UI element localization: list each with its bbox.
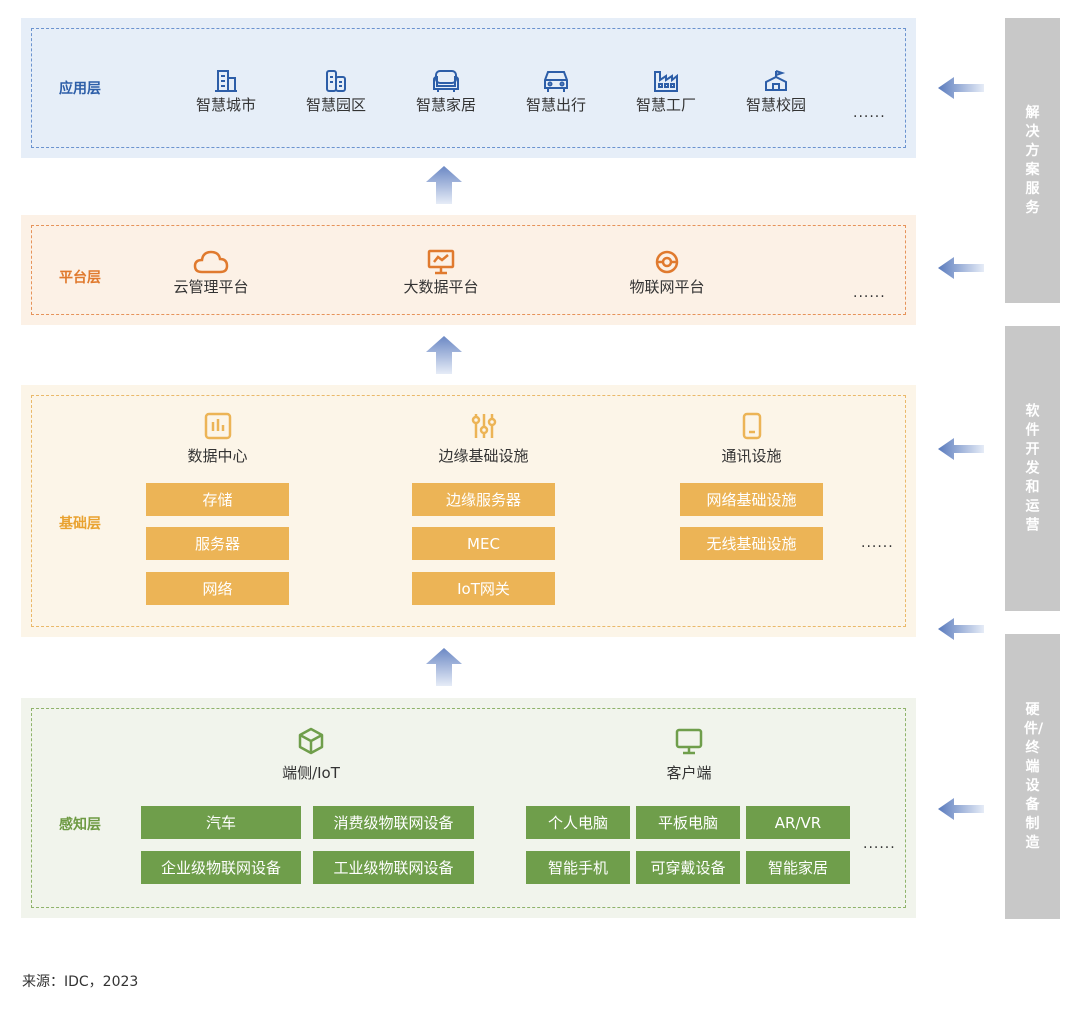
perception-chip: 企业级物联网设备 (141, 851, 301, 884)
app-item-smart-park: 智慧园区 (301, 68, 371, 115)
perception-chip: 工业级物联网设备 (313, 851, 474, 884)
cloud-icon (193, 250, 229, 274)
platform-layer: 平台层 云管理平台 大数据平台 物联网平台 ...... (21, 215, 916, 325)
perception-chip: 智能手机 (526, 851, 630, 884)
foundation-group-title: 数据中心 (187, 447, 248, 465)
foundation-group-title: 边缘基础设施 (438, 447, 529, 465)
mobile-device-icon (742, 412, 761, 440)
perception-layer-title: 感知层 (59, 817, 101, 833)
foundation-group-title: 通讯设施 (721, 447, 782, 465)
app-item-label: 智慧出行 (525, 96, 586, 114)
perception-chip: 个人电脑 (526, 806, 630, 839)
application-layer: 应用层 智慧城市 智慧园区 智慧家居 智慧出行 智慧工厂 智慧校园 . (21, 18, 916, 158)
perception-chip: 平板电脑 (636, 806, 740, 839)
foundation-group-datacenter: 数据中心 (146, 411, 289, 466)
cube-icon (298, 727, 324, 755)
platform-item-label: 物联网平台 (629, 278, 705, 296)
building-icon (215, 70, 237, 92)
app-item-smart-city: 智慧城市 (191, 68, 261, 115)
foundation-more-ellipsis: ...... (861, 535, 894, 551)
app-item-label: 智慧园区 (305, 96, 366, 114)
side-bar-software-dev: 软件开发和运营 (1005, 326, 1060, 611)
foundation-chip: 网络 (146, 572, 289, 605)
perception-group-title: 端侧/IoT (282, 764, 340, 782)
foundation-chip: 服务器 (146, 527, 289, 560)
app-item-label: 智慧工厂 (635, 96, 696, 114)
app-item-label: 智慧家居 (415, 96, 476, 114)
side-bar-label: 软件开发和运营 (1025, 403, 1040, 533)
left-arrow-icon (938, 618, 984, 640)
platform-layer-title: 平台层 (59, 270, 101, 286)
sofa-icon (433, 70, 459, 92)
foundation-chip: 网络基础设施 (680, 483, 823, 516)
iot-network-icon (655, 250, 679, 274)
perception-group-client: 客户端 (627, 726, 751, 783)
source-note: 来源：IDC，2023 (22, 974, 139, 990)
up-arrow-icon (426, 336, 462, 374)
side-bar-label: 解决方案服务 (1025, 104, 1040, 216)
office-buildings-icon (326, 70, 346, 92)
application-layer-border (31, 28, 906, 148)
platform-item-bigdata: 大数据平台 (391, 248, 491, 297)
school-icon (765, 70, 787, 91)
side-bar-label: 硬件/终端设备制造 (1024, 701, 1044, 851)
foundation-chip: 无线基础设施 (680, 527, 823, 560)
app-item-label: 智慧校园 (745, 96, 806, 114)
left-arrow-icon (938, 798, 984, 820)
foundation-chip: 边缘服务器 (412, 483, 555, 516)
app-item-smart-factory: 智慧工厂 (631, 68, 701, 115)
foundation-chip: IoT网关 (412, 572, 555, 605)
perception-layer-border (31, 708, 906, 908)
foundation-chip: 存储 (146, 483, 289, 516)
side-bar-hardware-mfg: 硬件/终端设备制造 (1005, 634, 1060, 919)
app-item-smart-campus: 智慧校园 (741, 68, 811, 115)
application-layer-title: 应用层 (59, 81, 101, 97)
factory-icon (654, 71, 678, 92)
platform-item-label: 云管理平台 (173, 278, 249, 296)
dashboard-monitor-icon (427, 249, 455, 275)
app-item-smart-travel: 智慧出行 (521, 68, 591, 115)
up-arrow-icon (426, 648, 462, 686)
platform-more-ellipsis: ...... (853, 285, 886, 301)
up-arrow-icon (426, 166, 462, 204)
platform-item-label: 大数据平台 (403, 278, 479, 296)
platform-item-cloud: 云管理平台 (161, 248, 261, 297)
perception-layer: 感知层 端侧/IoT 汽车 消费级物联网设备 企业级物联网设备 工业级物联网设备… (21, 698, 916, 918)
foundation-layer-title: 基础层 (59, 516, 101, 532)
left-arrow-icon (938, 438, 984, 460)
app-item-label: 智慧城市 (195, 96, 256, 114)
perception-chip: 智能家居 (746, 851, 850, 884)
foundation-layer-border (31, 395, 906, 627)
app-more-ellipsis: ...... (853, 105, 886, 121)
foundation-layer: 基础层 数据中心 存储 服务器 网络 边缘基础设施 边缘服务器 MEC IoT网… (21, 385, 916, 637)
car-icon (544, 71, 568, 92)
sliders-icon (471, 414, 496, 438)
perception-more-ellipsis: ...... (863, 836, 896, 852)
perception-chip: 可穿戴设备 (636, 851, 740, 884)
perception-group-iot: 端侧/IoT (249, 726, 373, 783)
left-arrow-icon (938, 77, 984, 99)
perception-chip: 消费级物联网设备 (313, 806, 474, 839)
platform-layer-border (31, 225, 906, 315)
perception-chip: AR/VR (746, 806, 850, 839)
foundation-chip: MEC (412, 527, 555, 560)
foundation-group-edge: 边缘基础设施 (412, 411, 555, 466)
left-arrow-icon (938, 257, 984, 279)
perception-chip: 汽车 (141, 806, 301, 839)
platform-item-iot: 物联网平台 (617, 248, 717, 297)
perception-group-title: 客户端 (666, 764, 712, 782)
monitor-icon (675, 728, 703, 755)
app-item-smart-home: 智慧家居 (411, 68, 481, 115)
bar-chart-icon (204, 412, 231, 440)
foundation-group-comm: 通讯设施 (680, 411, 823, 466)
side-bar-solution-services: 解决方案服务 (1005, 18, 1060, 303)
